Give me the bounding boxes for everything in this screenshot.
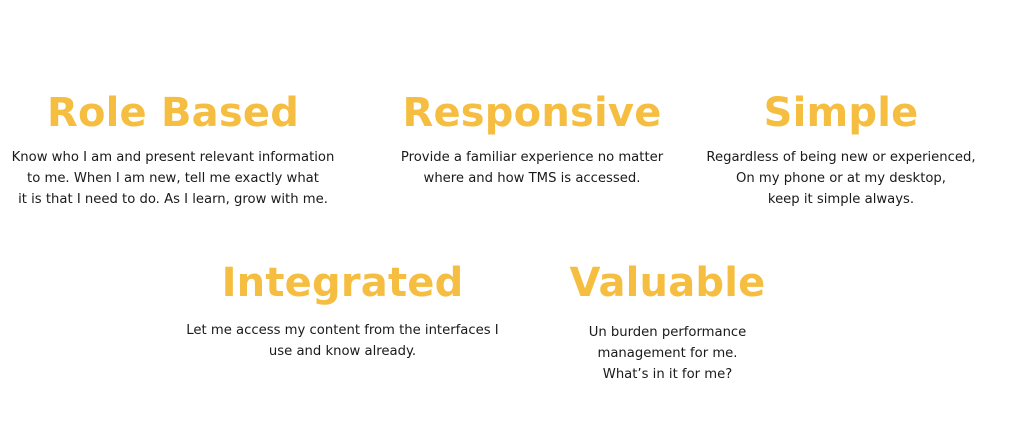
description-line: Regardless of being new or experienced,	[706, 150, 976, 165]
principle-title-valuable: Valuable	[569, 260, 766, 306]
description-line: What’s in it for me?	[602, 367, 733, 382]
description-line: to me. When I am new, tell me exactly wh…	[27, 171, 319, 186]
description-line: keep it simple always.	[767, 192, 915, 207]
principle-description-valuable: Un burden performance management for me.…	[545, 322, 790, 385]
principle-description-role-based: Know who I am and present relevant infor…	[3, 147, 343, 210]
description-line: Know who I am and present relevant infor…	[11, 150, 335, 165]
principle-valuable: Valuable Un burden performance managemen…	[545, 263, 790, 385]
description-line: use and know already.	[268, 344, 417, 359]
principle-responsive: Responsive Provide a familiar experience…	[382, 93, 682, 189]
description-line: Let me access my content from the interf…	[186, 323, 499, 338]
principle-title-integrated: Integrated	[221, 260, 464, 306]
principle-simple: Simple Regardless of being new or experi…	[696, 93, 986, 210]
principle-title-simple: Simple	[763, 90, 919, 136]
description-line: where and how TMS is accessed.	[423, 171, 641, 186]
principle-description-responsive: Provide a familiar experience no matter …	[382, 147, 682, 189]
description-line: management for me.	[597, 346, 738, 361]
principle-title-responsive: Responsive	[402, 90, 662, 136]
description-line: it is that I need to do. As I learn, gro…	[18, 192, 328, 207]
principle-description-simple: Regardless of being new or experienced, …	[696, 147, 986, 210]
principle-description-integrated: Let me access my content from the interf…	[170, 320, 515, 362]
principle-title-role-based: Role Based	[46, 90, 300, 136]
principle-role-based: Role Based Know who I am and present rel…	[3, 93, 343, 210]
description-line: Un burden performance	[588, 325, 747, 340]
principle-integrated: Integrated Let me access my content from…	[170, 263, 515, 362]
description-line: On my phone or at my desktop,	[736, 171, 946, 186]
description-line: Provide a familiar experience no matter	[400, 150, 664, 165]
